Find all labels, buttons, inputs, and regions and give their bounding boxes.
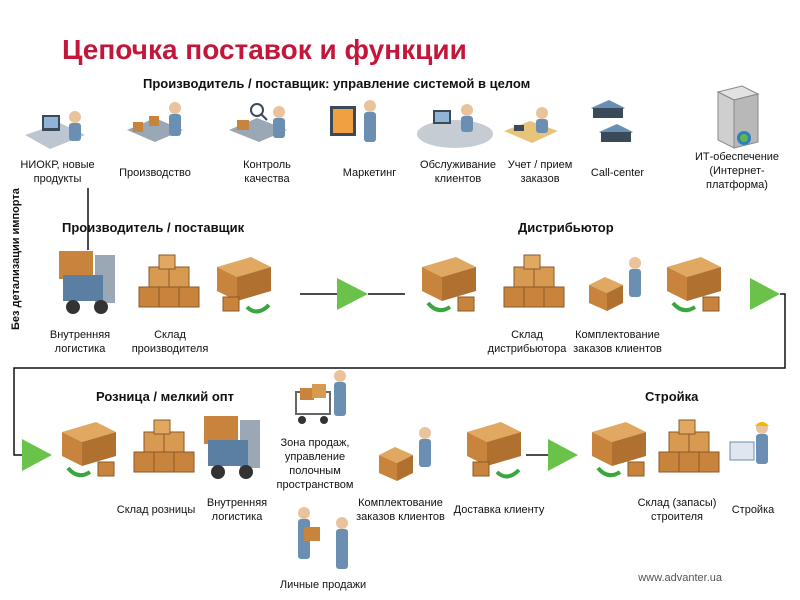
function-label: Маркетинг xyxy=(342,167,397,179)
sales-zone-label: Зона продаж, управление полочным простра… xyxy=(276,437,354,491)
shopping-cart-icon xyxy=(295,370,346,424)
production-icon xyxy=(127,102,183,142)
personal-sales-label: Личные продажи xyxy=(279,579,367,591)
function-label: Call-center xyxy=(590,167,645,179)
function-label: Учет / прием заказов xyxy=(507,159,573,185)
order-taking-icon xyxy=(504,107,558,143)
connector-line xyxy=(13,293,786,456)
function-label: Контроль качества xyxy=(243,159,291,185)
section-retail: Розница / мелкий опт xyxy=(96,389,235,404)
truck-icon xyxy=(592,422,646,478)
function-label: Обслуживание клиентов xyxy=(420,159,496,185)
function-label: НИОКР, новые продукты xyxy=(20,159,95,185)
flow-arrow-icon xyxy=(750,278,780,310)
box-stack-icon xyxy=(658,419,720,473)
box-stack-icon xyxy=(503,254,565,308)
warehouse-label: Склад дистрибьютора xyxy=(487,329,567,355)
truck-icon xyxy=(422,257,476,313)
marketing-icon xyxy=(330,100,376,142)
function-label: ИТ-обеспечение (Интернет- платформа) xyxy=(694,151,780,191)
truck-icon xyxy=(62,422,116,478)
truck-icon xyxy=(217,257,271,314)
order-picking-icon xyxy=(589,257,641,311)
section-distributor: Дистрибьютор xyxy=(518,220,614,235)
box-stack-icon xyxy=(133,419,195,473)
vertical-label: Без детализации импорта xyxy=(10,188,22,330)
rnd-workstation-icon xyxy=(25,111,85,149)
flow-arrow-icon xyxy=(22,439,52,471)
function-label: Производство xyxy=(119,167,191,179)
call-center-icon xyxy=(591,100,633,142)
internal-logistics-label: Внутренняя логистика xyxy=(206,497,268,523)
truck-icon xyxy=(667,257,721,313)
top-heading: Производитель / поставщик: управление си… xyxy=(143,76,531,91)
section-construction: Стройка xyxy=(645,389,699,404)
box-stack-icon xyxy=(138,254,200,308)
internal-logistics-label: Внутренняя логистика xyxy=(49,329,111,355)
truck-icon xyxy=(467,422,521,479)
footer-url: www.advanter.ua xyxy=(638,572,722,584)
server-icon xyxy=(716,85,760,149)
builder-icon xyxy=(729,422,769,464)
flow-arrow-icon xyxy=(548,439,578,471)
section-manufacturer: Производитель / поставщик xyxy=(62,220,245,235)
warehouse-label: Склад розницы xyxy=(116,504,196,516)
order-picking-label: Комплектование заказов клиентов xyxy=(356,497,445,523)
warehouse-label: Склад производителя xyxy=(131,329,209,355)
customer-service-icon xyxy=(417,104,493,148)
page-title: Цепочка поставок и функции xyxy=(62,34,467,65)
forklift-icon xyxy=(59,251,115,314)
order-picking-icon xyxy=(379,427,431,481)
quality-control-icon xyxy=(229,103,287,142)
delivery-label: Доставка клиенту xyxy=(453,504,545,516)
order-picking-label: Комплектование заказов клиентов xyxy=(573,329,662,355)
warehouse-label: Склад (запасы) строителя xyxy=(637,497,717,523)
construction-label: Стройка xyxy=(731,504,775,516)
flow-arrow-icon xyxy=(337,278,368,310)
forklift-icon xyxy=(204,416,260,479)
personal-sales-icon xyxy=(298,507,348,569)
